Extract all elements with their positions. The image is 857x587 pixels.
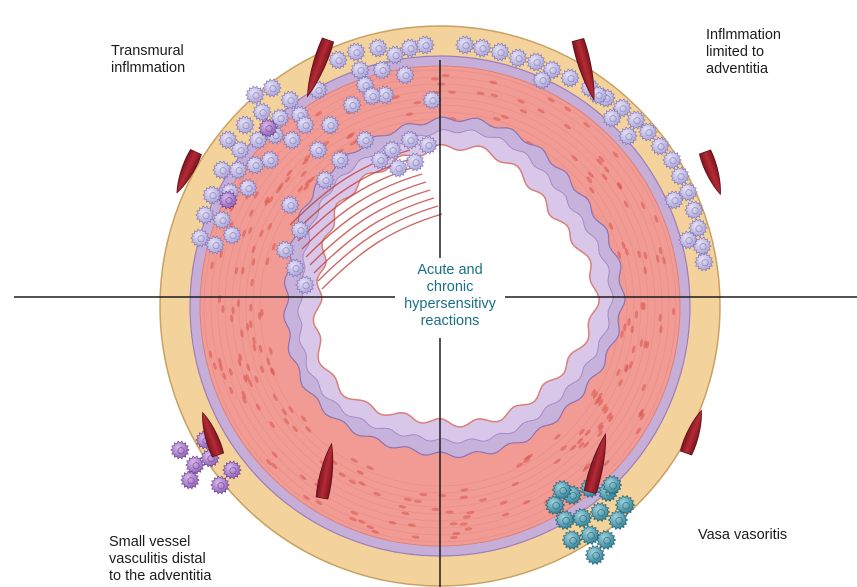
label-small-vessel-vasculitis: Small vessel vasculitis distal to the ad…: [109, 534, 211, 585]
vasa-vasorum-vessel: [699, 150, 727, 197]
label-inflammation-limited-adventitia: Inflmmation limited to adventitia: [706, 27, 781, 78]
label-line: Inflmmation: [706, 27, 781, 44]
label-transmural-inflammation: Transmural inflmmation: [111, 43, 185, 77]
label-line: Vasa vasoritis: [698, 527, 787, 544]
label-line: vasculitis distal: [109, 551, 211, 568]
label-line: reactions: [398, 313, 502, 330]
label-line: to the adventitia: [109, 568, 211, 585]
muscle-nucleus: [640, 302, 643, 310]
label-line: Transmural: [111, 43, 185, 60]
label-line: hypersensitivy: [398, 296, 502, 313]
vessel-tube: [699, 150, 727, 197]
label-line: limited to: [706, 44, 781, 61]
label-line: inflmmation: [111, 60, 185, 77]
label-line: Small vessel: [109, 534, 211, 551]
cell-membrane: [585, 546, 604, 565]
muscle-nucleus: [437, 82, 445, 85]
label-line: adventitia: [706, 61, 781, 78]
label-line: Acute and: [398, 262, 502, 279]
label-line: chronic: [398, 279, 502, 296]
immune-cell: [171, 441, 189, 459]
immune-cell: [585, 546, 604, 565]
label-hypersensitivity-reactions: Acute and chronic hypersensitivy reactio…: [398, 262, 502, 330]
cell-membrane: [171, 441, 189, 459]
label-vasa-vasoritis: Vasa vasoritis: [698, 527, 787, 544]
